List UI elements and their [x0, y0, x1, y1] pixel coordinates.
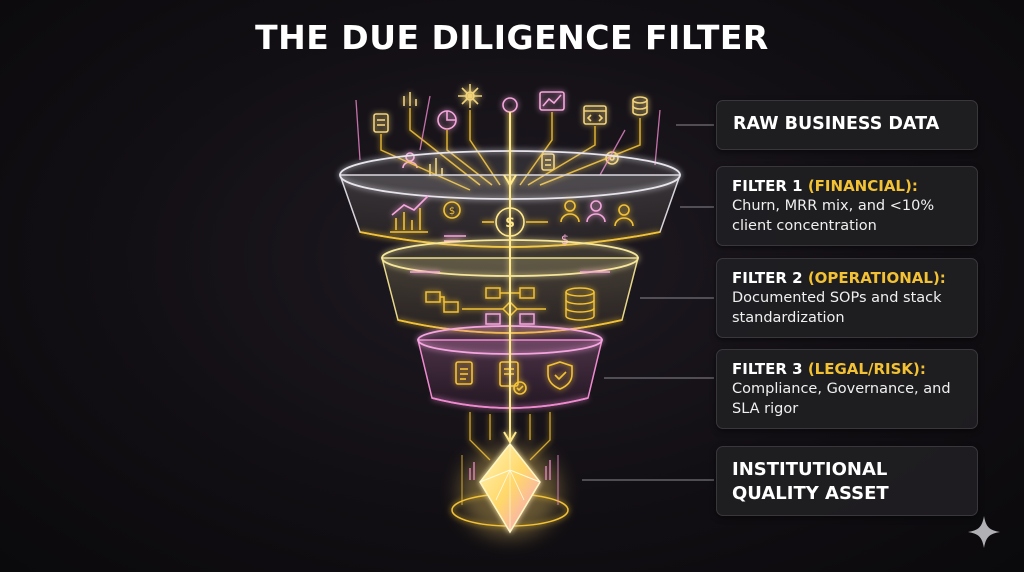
page-title: THE DUE DILIGENCE FILTER	[255, 18, 769, 57]
flowchart-icon	[410, 271, 610, 325]
document-icon	[455, 361, 473, 385]
stage-card-asset: INSTITUTIONAL QUALITY ASSET	[716, 446, 978, 516]
document-check-icon	[499, 361, 527, 395]
line-chart-icon	[539, 91, 565, 111]
database-icon	[565, 287, 595, 321]
central-flow-arrow	[503, 112, 517, 444]
sparkle-icon	[968, 516, 1000, 548]
stage-heading: FILTER 1	[732, 177, 808, 195]
stage-card-raw-data: RAW BUSINESS DATA	[716, 100, 978, 150]
document-icon	[373, 113, 389, 133]
gem-icon	[451, 442, 569, 537]
database-icon	[632, 96, 648, 116]
users-icon	[560, 200, 634, 227]
shield-check-icon	[547, 361, 573, 390]
stage-tag: (FINANCIAL):	[807, 177, 918, 195]
pie-chart-icon	[437, 110, 457, 130]
stage-description: Churn, MRR mix, and <10% client concentr…	[732, 198, 935, 234]
stage-card-filter-2: FILTER 2 (OPERATIONAL): Documented SOPs …	[716, 258, 978, 338]
connector-lines	[582, 124, 714, 481]
stage-description: Compliance, Governance, and SLA rigor	[732, 381, 951, 417]
stage-description: Documented SOPs and stack standardizatio…	[732, 290, 942, 326]
stage-heading: RAW BUSINESS DATA	[733, 114, 940, 134]
stage-tag: (LEGAL/RISK):	[807, 360, 926, 378]
stage-heading: FILTER 2	[732, 269, 808, 287]
stage-heading: INSTITUTIONAL QUALITY ASSET	[732, 459, 889, 504]
circle-node-icon	[502, 97, 518, 113]
stage-card-filter-3: FILTER 3 (LEGAL/RISK): Compliance, Gover…	[716, 349, 978, 429]
bar-chart-icon	[403, 92, 417, 106]
dollar-symbol-small: $	[449, 206, 455, 217]
line-chart-icon	[390, 195, 429, 233]
stage-tag: (OPERATIONAL):	[807, 269, 946, 287]
stage-heading: FILTER 3	[732, 360, 808, 378]
network-icon	[458, 84, 482, 108]
browser-code-icon	[583, 105, 607, 125]
dollar-symbol-pink: $	[561, 233, 569, 248]
lower-circuit-lines	[469, 412, 551, 461]
bar-chart-icon	[469, 460, 551, 480]
stage-card-filter-1: FILTER 1 (FINANCIAL): Churn, MRR mix, an…	[716, 166, 978, 246]
